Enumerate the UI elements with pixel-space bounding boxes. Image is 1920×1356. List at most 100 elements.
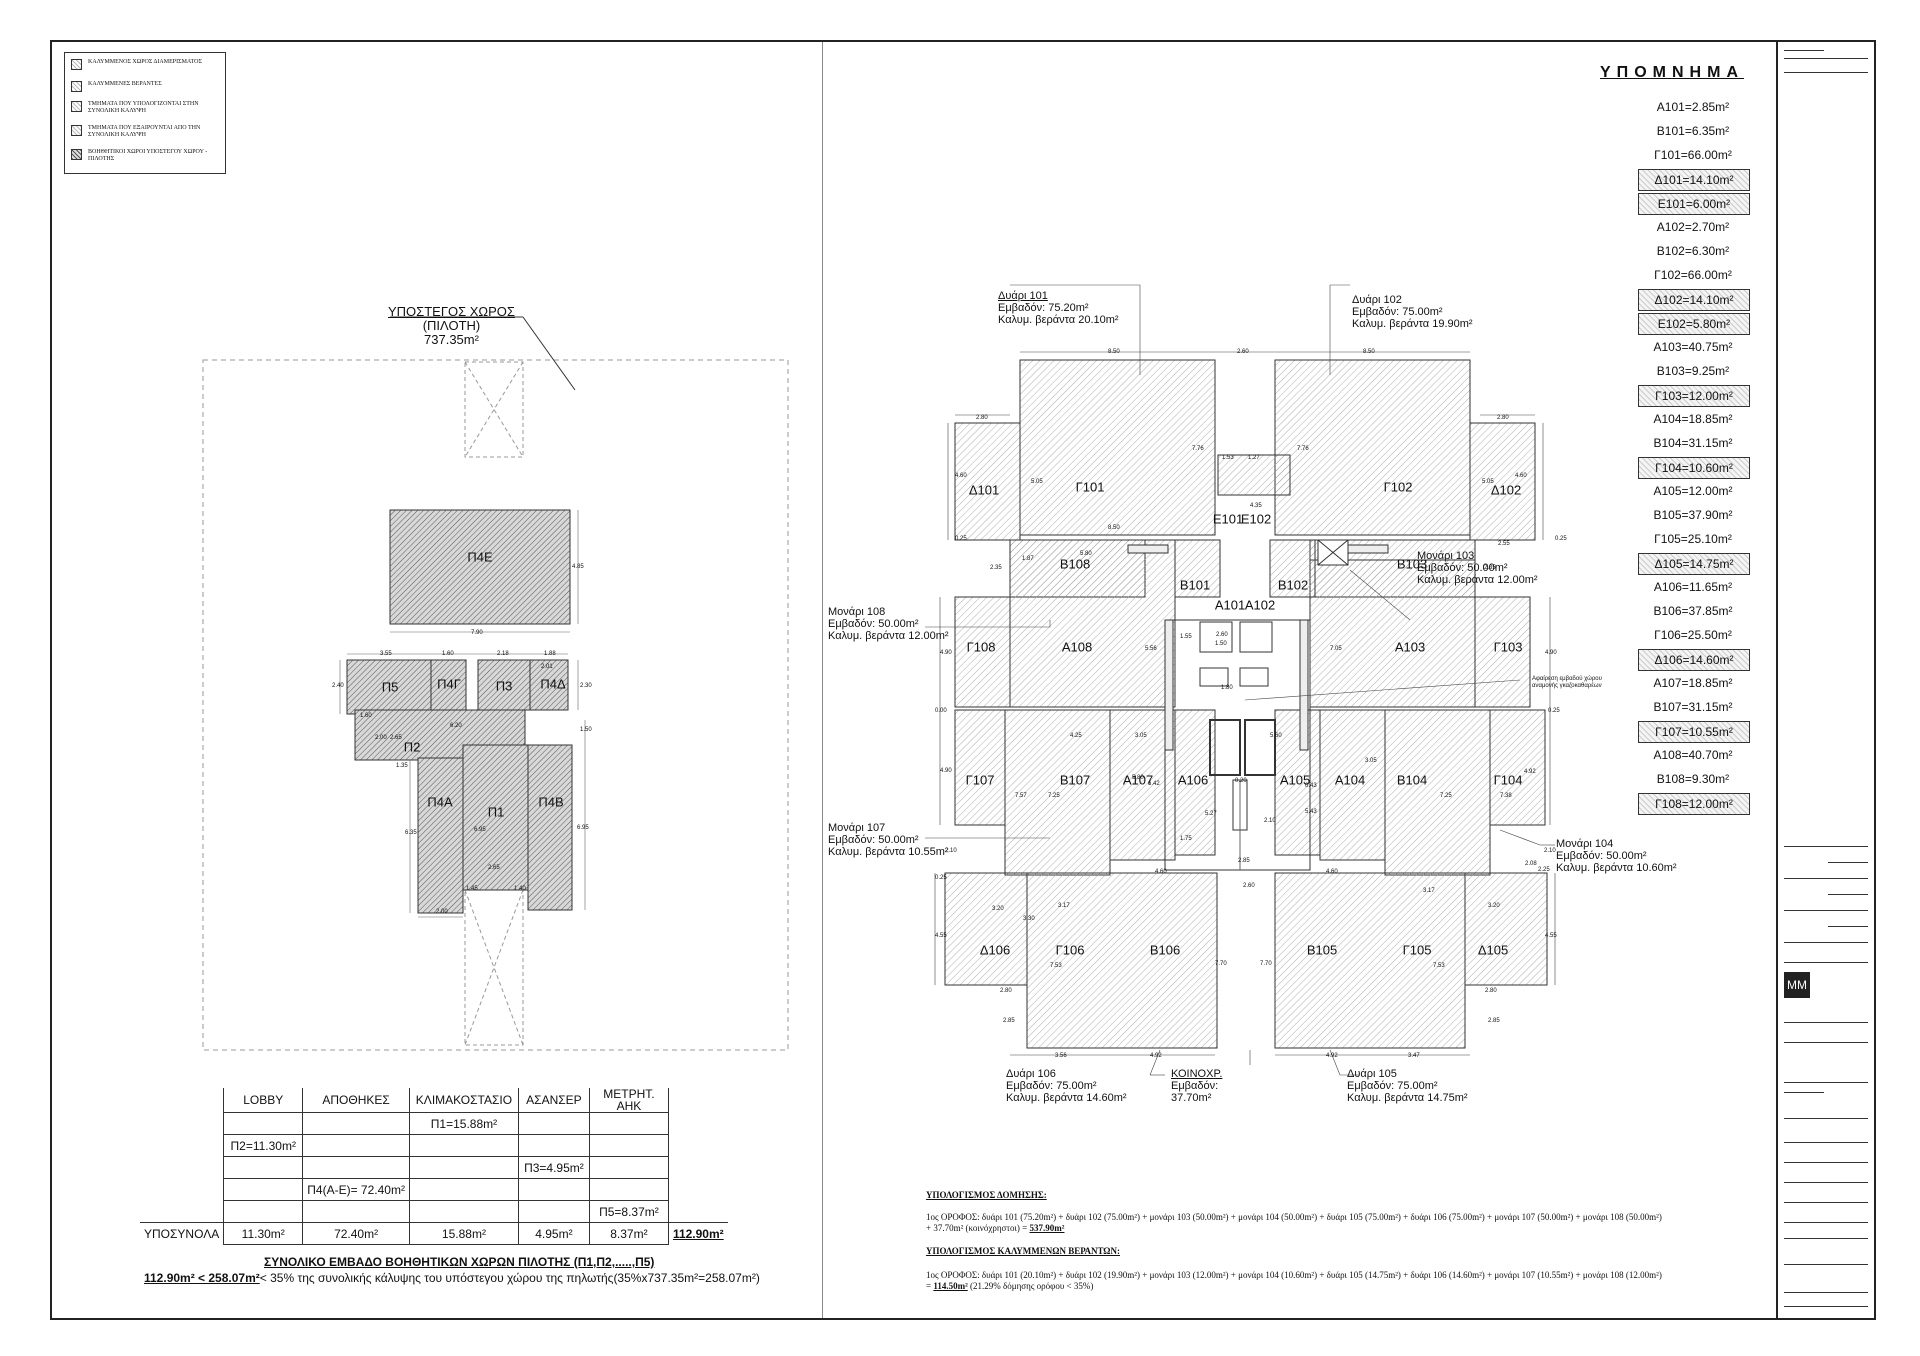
dim-label: 7.70 [1260, 961, 1272, 967]
dim-label: 0.20 [1235, 778, 1247, 784]
dim-label: 2.10 [1544, 848, 1556, 854]
table-cell: Π1=15.88m² [408, 1112, 519, 1135]
calc-build-heading: ΥΠΟΛΟΓΙΣΜΟΣ ΔΟΜΗΣΗΣ: [926, 1190, 1047, 1200]
legend-item: Α108=40.70m² [1653, 748, 1733, 762]
table-cell [408, 1200, 519, 1223]
subtotal-cell: 8.37m² [588, 1222, 669, 1245]
dim-label: 6.35 [405, 830, 417, 836]
legend-item: Γ102=66.00m² [1654, 268, 1732, 282]
unit-105-annotation: Δυάρι 105 Εμβαδόν: 75.00m² Καλυμ. βεράντ… [1347, 1068, 1468, 1104]
table-row: Π3=4.95m² [140, 1156, 728, 1179]
room-label: Α106 [1177, 772, 1209, 788]
calc-veranda-heading: ΥΠΟΛΟΓΙΣΜΟΣ ΚΑΛΥΜΜΕΝΩΝ ΒΕΡΑΝΤΩΝ: [926, 1246, 1120, 1256]
dim-label: 4.60 [1326, 869, 1338, 875]
unit-103-annotation: Μονάρι 103 Εμβαδόν: 50.00m² Καλυμ. βεράν… [1417, 550, 1538, 586]
room-label: Π4Β [538, 794, 564, 810]
room-label: Π4Α [427, 794, 453, 810]
room-label: Δ105 [1477, 942, 1509, 958]
room-label: Α108 [1061, 639, 1093, 655]
room-label: Α101 [1214, 597, 1246, 613]
dim-label: 1.87 [1022, 556, 1034, 562]
dim-label: 8.50 [1108, 349, 1120, 355]
dim-label: 5.80 [1132, 775, 1144, 781]
dim-label: 4.55 [935, 933, 947, 939]
table-cell [223, 1178, 304, 1201]
floor-plan [944, 359, 1548, 1049]
total-aux-note-bold: 112.90m² < 258.07m² [144, 1271, 260, 1285]
legend-item: Γ103=12.00m² [1638, 385, 1750, 407]
dim-label: 2.35 [1484, 565, 1496, 571]
table-cell: Π4(Α-Ε)= 72.40m² [302, 1178, 410, 1201]
pilotis-title: ΥΠΟΣΤΕΓΟΣ ΧΩΡΟΣ (ΠΙΛΟΤΗ) 737.35m² [388, 304, 515, 347]
room-label: Γ105 [1402, 942, 1432, 958]
room-label: Β105 [1306, 942, 1338, 958]
table-cell [588, 1112, 669, 1135]
room-d105-shape [1464, 872, 1548, 986]
table-cell [588, 1156, 669, 1179]
dim-label: 8.50 [1363, 349, 1375, 355]
table-row: Π4(Α-Ε)= 72.40m² [140, 1178, 728, 1201]
room-g102-shape [1274, 359, 1471, 536]
table-header: ΜΕΤΡΗΤ. ΑΗΚ [588, 1088, 669, 1113]
room-g107-shape [954, 709, 1006, 826]
table-header: ΑΣΑΝΣΕΡ [517, 1088, 590, 1113]
dim-label: 4.60 [1155, 869, 1167, 875]
room-label: Γ102 [1383, 479, 1413, 495]
unit-106-annotation: Δυάρι 106 Εμβαδόν: 75.00m² Καλυμ. βεράντ… [1006, 1068, 1127, 1104]
dim-label: 5.05 [1031, 479, 1043, 485]
hatch-swatch-icon [71, 125, 82, 136]
dim-label: 0.25 [1548, 708, 1560, 714]
dim-label: 7.38 [1500, 793, 1512, 799]
key-label: ΚΑΛΥΜΜΕΝΟΣ ΧΩΡΟΣ ΔΙΑΜΕΡΙΣΜΑΤΟΣ [88, 59, 202, 65]
dim-label: 6.95 [474, 827, 486, 833]
dim-label: 4.25 [1070, 733, 1082, 739]
legend-item: Ε101=6.00m² [1638, 193, 1750, 215]
legend-item: Δ102=14.10m² [1638, 289, 1750, 311]
dim-label: 2.85 [1488, 1018, 1500, 1024]
hatch-swatch-icon [71, 101, 82, 112]
dim-label: 6.20 [450, 723, 462, 729]
legend-item: Γ101=66.00m² [1654, 148, 1732, 162]
dim-label: 0.25 [935, 875, 947, 881]
room-p5-shape [346, 659, 432, 715]
dim-label: 8.50 [1108, 525, 1120, 531]
room-d102-shape [1469, 422, 1536, 541]
hatch-swatch-icon [71, 59, 82, 70]
legend-title: ΥΠΟΜΝΗΜΑ [1600, 64, 1744, 81]
dim-label: 2.80 [976, 415, 988, 421]
room-label: Β103 [1396, 556, 1428, 572]
legend-item: Α106=11.65m² [1653, 580, 1733, 594]
dim-label: 3.55 [380, 651, 392, 657]
dim-label: 5.27 [1205, 811, 1217, 817]
logo-icon: MM [1784, 972, 1810, 998]
dim-label: 7.70 [1215, 961, 1227, 967]
unit-107-annotation: Μονάρι 107 Εμβαδόν: 50.00m² Καλυμ. βεράν… [828, 822, 949, 858]
room-label: Β108 [1059, 556, 1091, 572]
unit-108-annotation: Μονάρι 108 Εμβαδόν: 50.00m² Καλυμ. βεράν… [828, 606, 949, 642]
grand-total: 112.90m² [668, 1222, 728, 1245]
dim-label: 1.45 [466, 886, 478, 892]
table-cell: Π5=8.37m² [588, 1200, 669, 1223]
dim-label: 1.53 [1222, 455, 1234, 461]
dim-label: 1.55 [1180, 634, 1192, 640]
table-cell [302, 1200, 410, 1223]
room-label: Δ101 [968, 482, 1000, 498]
room-label: Δ102 [1490, 482, 1522, 498]
dim-label: 2.80 [1485, 988, 1497, 994]
dim-label: 5.43 [1305, 809, 1317, 815]
dim-label: 1.80 [1221, 685, 1233, 691]
dim-label: 7.53 [1050, 963, 1062, 969]
dim-label: 4.55 [1545, 933, 1557, 939]
table-cell [223, 1112, 304, 1135]
dim-label: 4.92 [1524, 769, 1536, 775]
dim-label: 0.00 [935, 708, 947, 714]
room-label: Α102 [1244, 597, 1276, 613]
dim-label: 1.88 [544, 651, 556, 657]
common-area-annotation: ΚΟΙΝΟΧΡ. Εμβαδόν: 37.70m² [1171, 1068, 1223, 1104]
floor-core [1127, 539, 1389, 871]
room-label: Π1 [487, 804, 505, 820]
sheet-divider [822, 42, 823, 1318]
dim-label: 5.60 [1270, 733, 1282, 739]
key-label: ΒΟΗΘΗΤΙΚΟΙ ΧΩΡΟΙ ΥΠΟΣΤΕΓΟΥ ΧΩΡΟΥ - ΠΙΛΟΤ… [88, 149, 208, 162]
legend-item: Β104=31.15m² [1653, 436, 1733, 450]
